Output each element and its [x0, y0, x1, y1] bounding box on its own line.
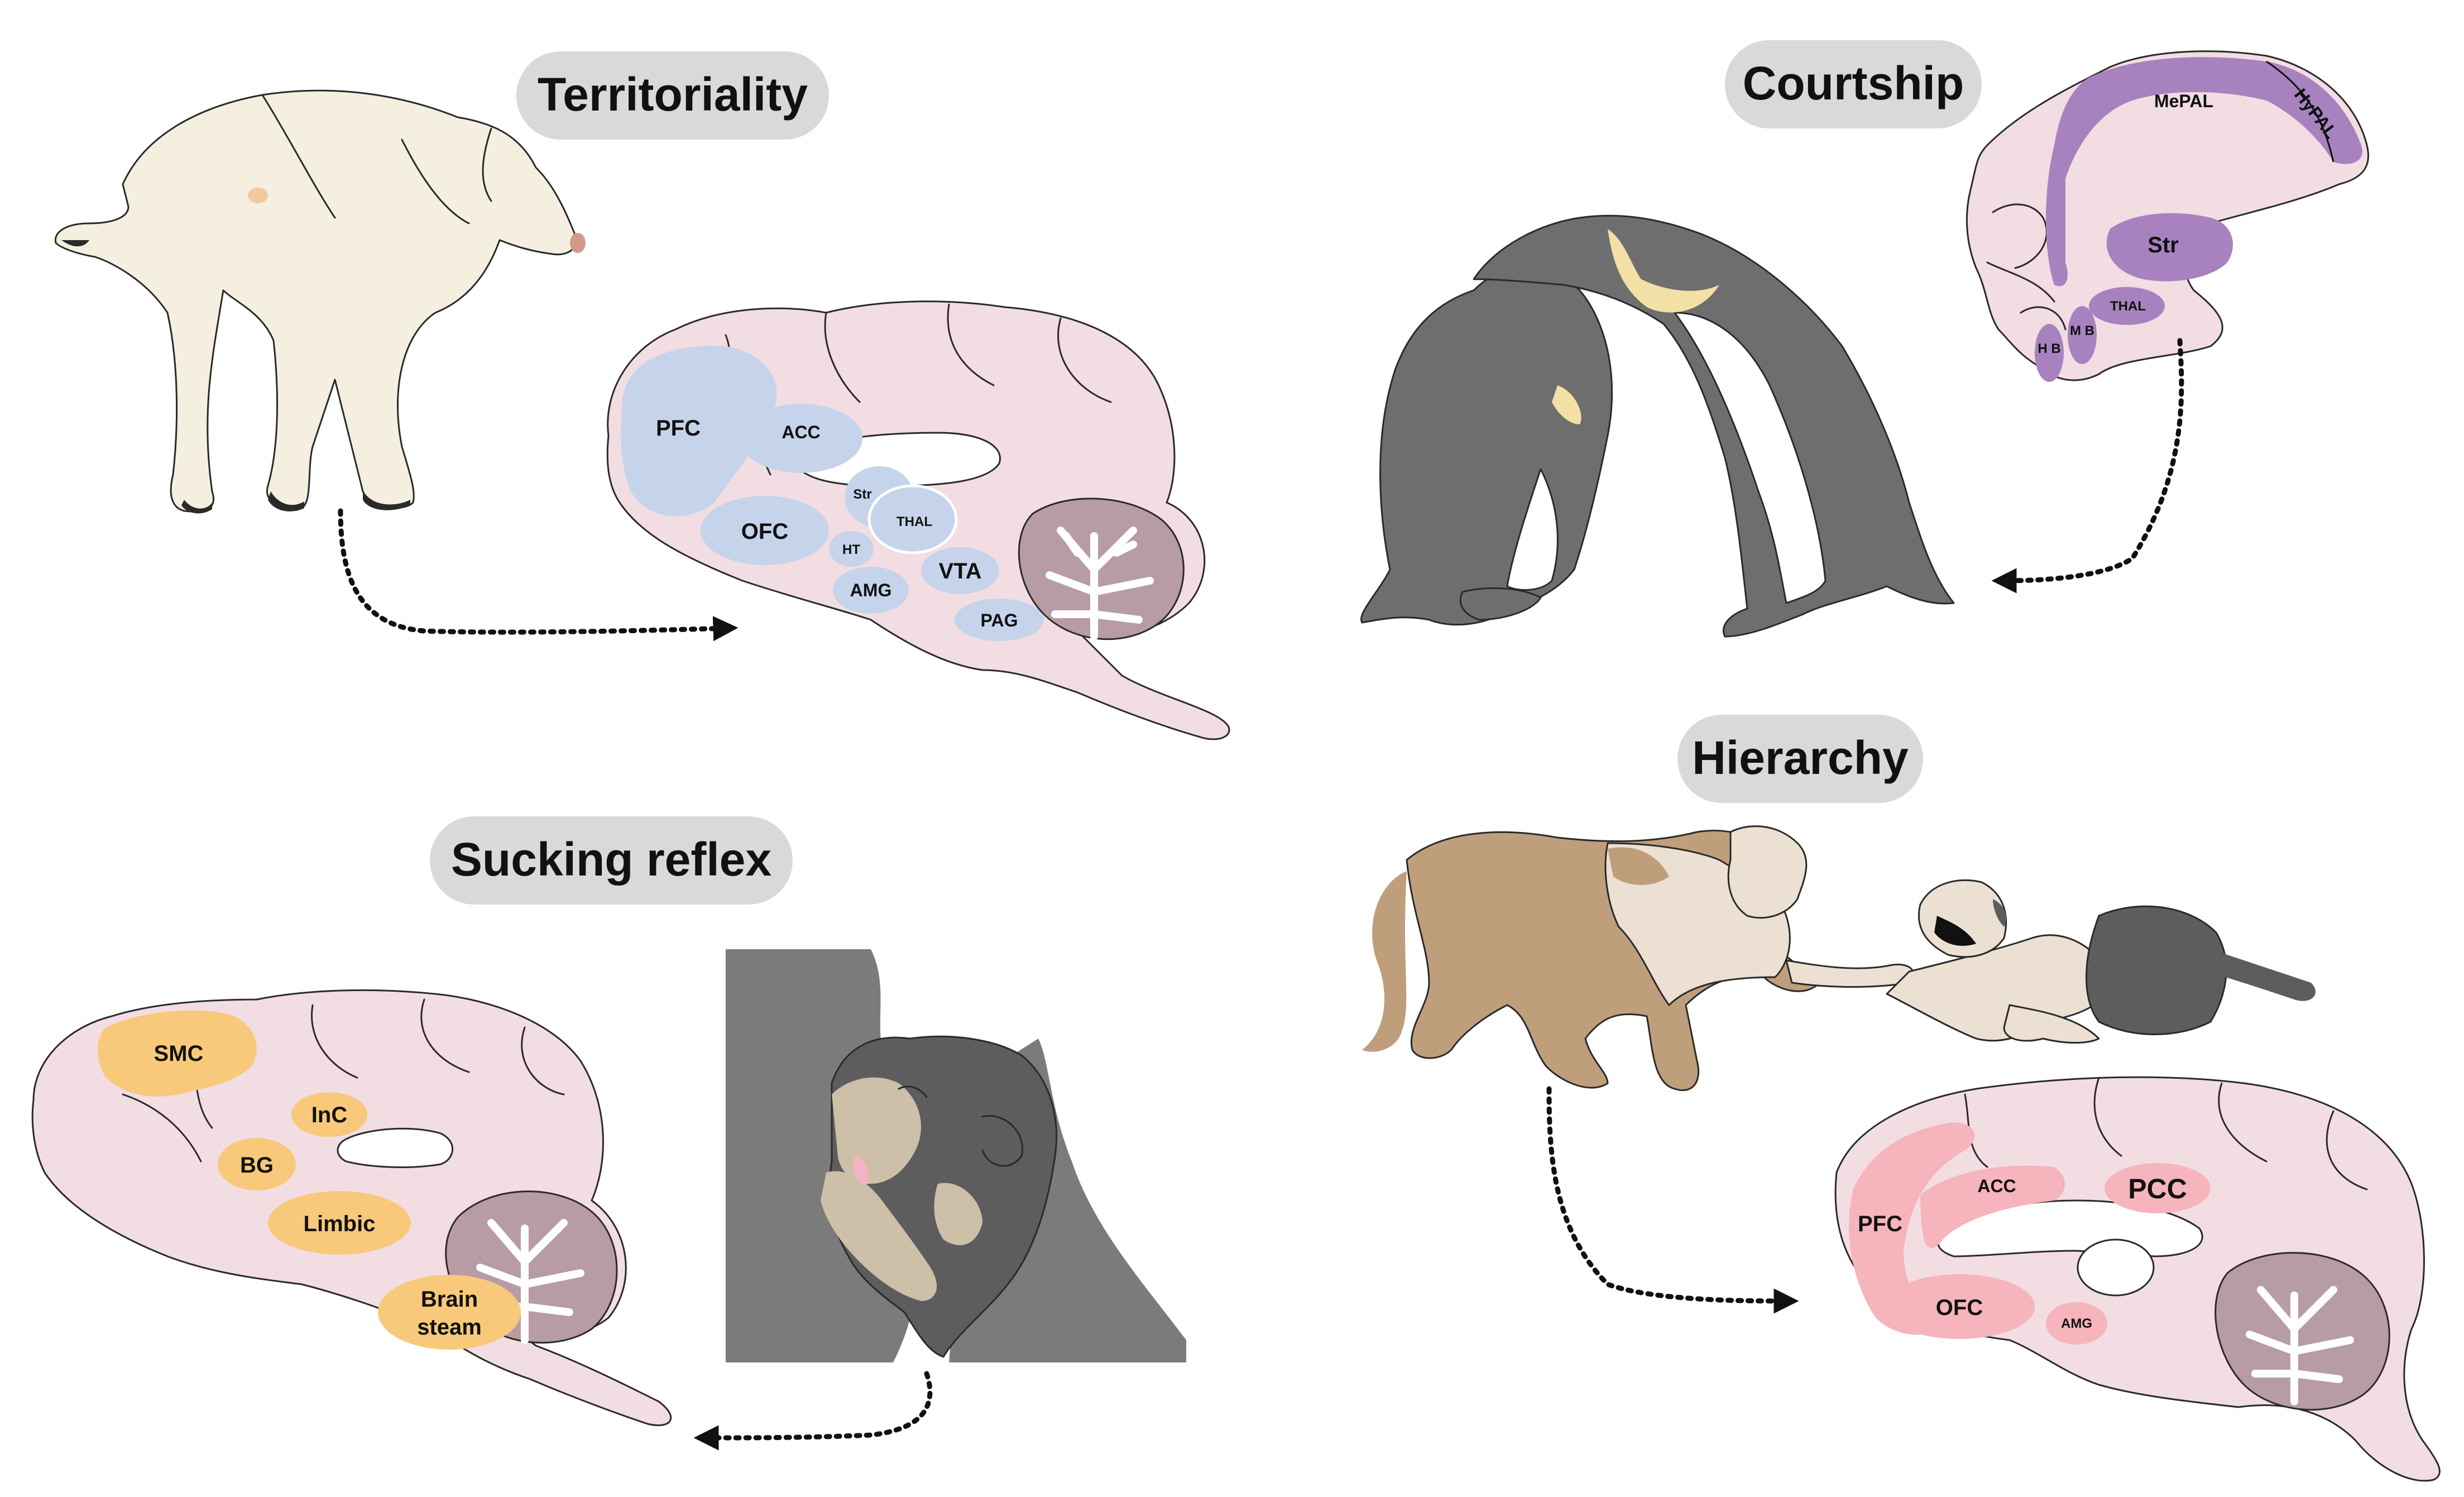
label-pcc: PCC: [2128, 1173, 2187, 1204]
label-str: Str: [853, 487, 871, 502]
label-limbic: Limbic: [304, 1212, 376, 1236]
label-vta: VTA: [938, 559, 981, 584]
penguin-pair-illustration: [1360, 214, 1955, 638]
label-pfc-hierarchy: PFC: [1858, 1212, 1902, 1236]
arrow-courtship: [1991, 338, 2184, 594]
label-thal: THAL: [897, 514, 932, 529]
title-hierarchy: Hierarchy: [1692, 731, 1909, 784]
label-mb: M B: [2070, 323, 2094, 338]
brain-courtship: MePAL HyPAL Str THAL H B M B: [1966, 50, 2370, 382]
label-pag: PAG: [981, 610, 1018, 630]
title-territoriality: Territoriality: [538, 68, 808, 121]
regions-territoriality: PFC ACC OFC Str THAL HT AMG VTA PAG: [621, 346, 1044, 641]
label-smc: SMC: [154, 1041, 204, 1066]
label-hb: H B: [2038, 341, 2060, 356]
title-pill-courtship: Courtship: [1725, 40, 1982, 128]
monkey-pair-illustration: [1362, 825, 2316, 1092]
label-ht: HT: [842, 542, 860, 557]
label-acc-hierarchy: ACC: [1977, 1176, 2016, 1196]
label-thal-courtship: THAL: [2110, 299, 2146, 314]
label-pfc: PFC: [656, 416, 701, 441]
label-bg: BG: [240, 1153, 274, 1178]
label-brain-stem-line-2: steam: [417, 1315, 482, 1340]
title-sucking-reflex: Sucking reflex: [451, 833, 772, 886]
dog-illustration: [54, 89, 586, 514]
regions-hierarchy: PFC ACC PCC OFC AMG: [1849, 1122, 2211, 1345]
label-ofc-hierarchy: OFC: [1936, 1295, 1983, 1320]
title-pill-hierarchy: Hierarchy: [1677, 715, 1923, 803]
label-acc: ACC: [782, 422, 820, 442]
arrow-sucking-reflex: [693, 1371, 933, 1451]
label-brain-stem-line-1: Brain: [421, 1287, 478, 1312]
arrow-territoriality: [338, 508, 739, 642]
label-amg-hierarchy: AMG: [2061, 1316, 2092, 1331]
label-str-courtship: Str: [2147, 233, 2179, 257]
bear-cub-illustration: [726, 949, 1186, 1362]
label-ofc: OFC: [741, 519, 788, 544]
title-pill-sucking-reflex: Sucking reflex: [430, 816, 793, 905]
label-amg: AMG: [850, 580, 892, 600]
regions-sucking-reflex: SMC InC BG Limbic Brain steam: [98, 1010, 521, 1350]
title-courtship: Courtship: [1743, 57, 1964, 109]
arrow-hierarchy: [1546, 1086, 1799, 1314]
label-mepal: MePAL: [2154, 91, 2213, 111]
title-pill-territoriality: Territoriality: [516, 51, 829, 140]
label-inc: InC: [311, 1103, 347, 1127]
